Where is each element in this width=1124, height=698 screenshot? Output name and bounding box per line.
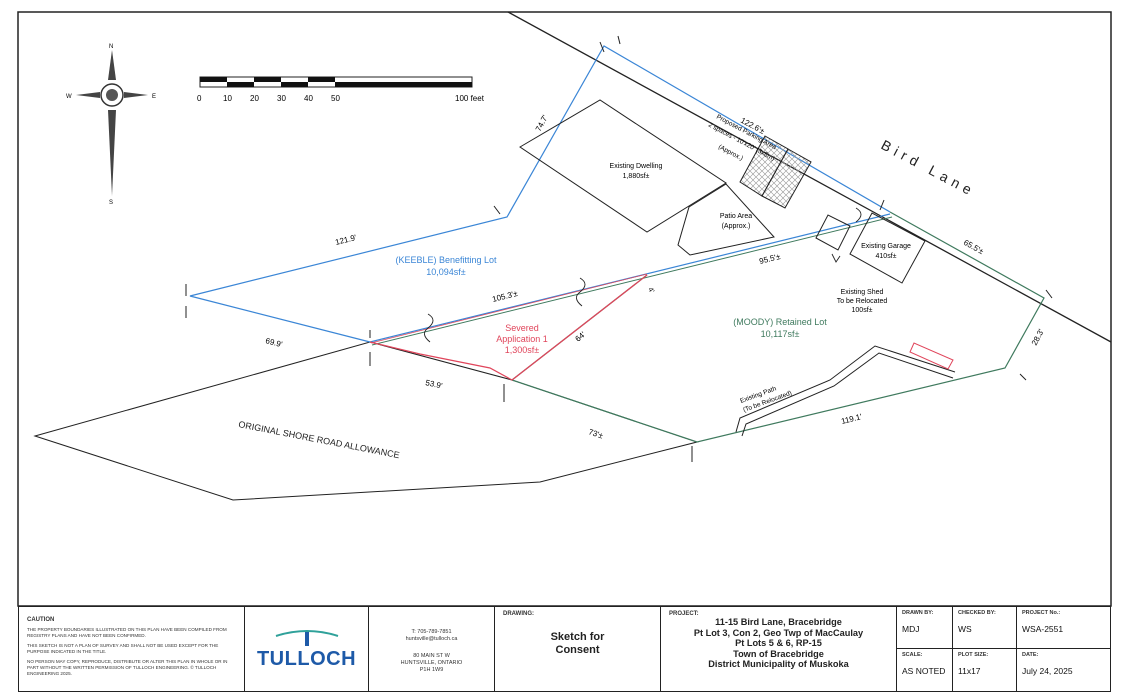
parking-line3: (Approx.) [717, 144, 744, 163]
keeble-lot-area: 10,094sf± [426, 267, 466, 277]
sheet-border [17, 11, 1112, 607]
shed-line2: To be Relocated [837, 298, 888, 305]
scale-bar: 0 10 20 30 40 50 100 feet [197, 76, 485, 103]
scale-end-label: 100 feet [455, 94, 485, 103]
meta-cell: DRAWN BY: MDJ CHECKED BY: WS PROJECT No.… [897, 607, 1110, 691]
shed-area: 100sf± [852, 307, 873, 314]
dim-64: 64' [574, 330, 588, 344]
compass-e: E [152, 94, 156, 100]
project-line5: District Municipality of Muskoka [708, 659, 849, 669]
patio-area [677, 183, 775, 256]
plot-size: PLOT SIZE: 11x17 [953, 649, 1017, 691]
caution-heading: CAUTION [27, 617, 55, 623]
project-line2: Pt Lot 3, Con 2, Geo Twp of MacCaulay [693, 627, 864, 638]
logo-cell: TULLOCH [245, 607, 369, 691]
moody-lot-name: (MOODY) Retained Lot [733, 317, 827, 327]
project-cell: PROJECT: 11-15 Bird Lane, Bracebridge Pt… [661, 607, 897, 691]
dim-53-9: 53.9' [425, 378, 444, 390]
title-block: CAUTION THE PROPERTY BOUNDARIES ILLUSTRA… [18, 606, 1111, 692]
dwelling-area: 1,880sf± [623, 173, 650, 180]
keeble-lot-name: (KEEBLE) Benefitting Lot [395, 255, 497, 265]
project-line4: Town of Bracebridge [733, 648, 824, 659]
existing-path [735, 345, 956, 433]
drawing-label: DRAWING: [503, 611, 534, 617]
drawn-by: DRAWN BY: MDJ [897, 607, 953, 649]
address2: HUNTSVILLE, ONTARIO [400, 660, 463, 666]
road-line [507, 11, 1112, 343]
dim-73: 73'± [587, 427, 604, 440]
caution-p1: THE PROPERTY BOUNDARIES ILLUSTRATED ON T… [27, 627, 227, 638]
contact-cell: T: 705-789-7851 huntsville@tulloch.ca 80… [369, 607, 495, 691]
scale-tick-10: 10 [223, 94, 232, 103]
dim-28-3: 28.3' [1030, 327, 1046, 347]
scale-tick-40: 40 [304, 94, 313, 103]
scale-tick-30: 30 [277, 94, 286, 103]
tulloch-logo-icon [275, 629, 338, 646]
moody-shared-line [371, 216, 893, 346]
pink-structure [909, 342, 954, 370]
severed-name: Severed [505, 323, 539, 333]
ownership-swings [424, 207, 862, 343]
existing-dwelling [519, 99, 727, 233]
existing-path-edge [741, 352, 954, 437]
drawing-title-line2: Consent [555, 644, 600, 656]
survey-markers [185, 35, 1053, 462]
caution-cell: CAUTION THE PROPERTY BOUNDARIES ILLUSTRA… [19, 607, 245, 691]
dwelling-name: Existing Dwelling [610, 163, 663, 170]
drawing-title-line1: Sketch for [550, 631, 605, 643]
scale: SCALE: AS NOTED [897, 649, 953, 691]
dim-74-7: 74.7' [534, 113, 550, 133]
scale-tick-0: 0 [197, 94, 202, 103]
patio-note: (Approx.) [722, 223, 751, 230]
project-line3: Pt Lots 5 & 6, RP-15 [735, 638, 822, 648]
date: DATE: July 24, 2025 [1022, 652, 1073, 676]
email: huntsville@tulloch.ca [405, 636, 458, 642]
severed-area: 1,300sf± [505, 345, 540, 355]
patio-name: Patio Area [720, 213, 752, 220]
shed-line1: Existing Shed [841, 289, 884, 296]
existing-garage [849, 212, 926, 284]
shore-road-allowance [33, 341, 699, 501]
project-no: PROJECT No.: WSA-2551 [1017, 607, 1110, 649]
dim-105-3: 105.3'± [491, 289, 519, 304]
compass-w: W [66, 94, 72, 100]
garage-name: Existing Garage [861, 243, 911, 250]
compass-s: S [109, 200, 113, 206]
drawing-cell: DRAWING: Sketch for Consent [495, 607, 661, 691]
caution-p3: NO PERSON MAY COPY, REPRODUCE, DISTRIBUT… [27, 659, 228, 676]
dim-95-5: 95.5'± [758, 252, 782, 266]
severed-name2: Application 1 [496, 334, 548, 344]
parking-space-2 [761, 148, 812, 209]
phone: T: 705-789-7851 [411, 629, 452, 635]
project-label: PROJECT: [669, 611, 699, 617]
road-label: Bird Lane [879, 137, 979, 200]
moody-lot-boundary [511, 211, 1045, 443]
scale-tick-50: 50 [331, 94, 340, 103]
compass-n: N [109, 44, 113, 50]
scale-tick-20: 20 [250, 94, 259, 103]
dim-119-1: 119.1' [840, 412, 863, 426]
garage-area: 410sf± [876, 253, 897, 260]
severed-top-line [370, 273, 648, 344]
keeble-lot-boundary [189, 45, 891, 343]
dim-69-9: 69.9' [265, 336, 284, 349]
address1: 80 MAIN ST W [413, 653, 450, 659]
project-line1: 11-15 Bird Lane, Bracebridge [715, 617, 842, 627]
north-arrow: N S W E [66, 44, 156, 206]
shore-label: ORIGINAL SHORE ROAD ALLOWANCE [238, 419, 401, 460]
dim-4: 4' [646, 287, 655, 295]
moody-lot-area: 10,117sf± [761, 329, 800, 339]
severed-boundary [369, 274, 648, 381]
checked-by: CHECKED BY: WS [953, 607, 1017, 649]
dim-121-9: 121.9' [334, 233, 358, 247]
existing-shed [815, 214, 851, 251]
caution-p2: THIS SKETCH IS NOT A PLAN OF SURVEY AND … [27, 643, 219, 654]
postal: P1H 1W9 [419, 667, 444, 673]
tulloch-logo: TULLOCH [256, 647, 357, 670]
